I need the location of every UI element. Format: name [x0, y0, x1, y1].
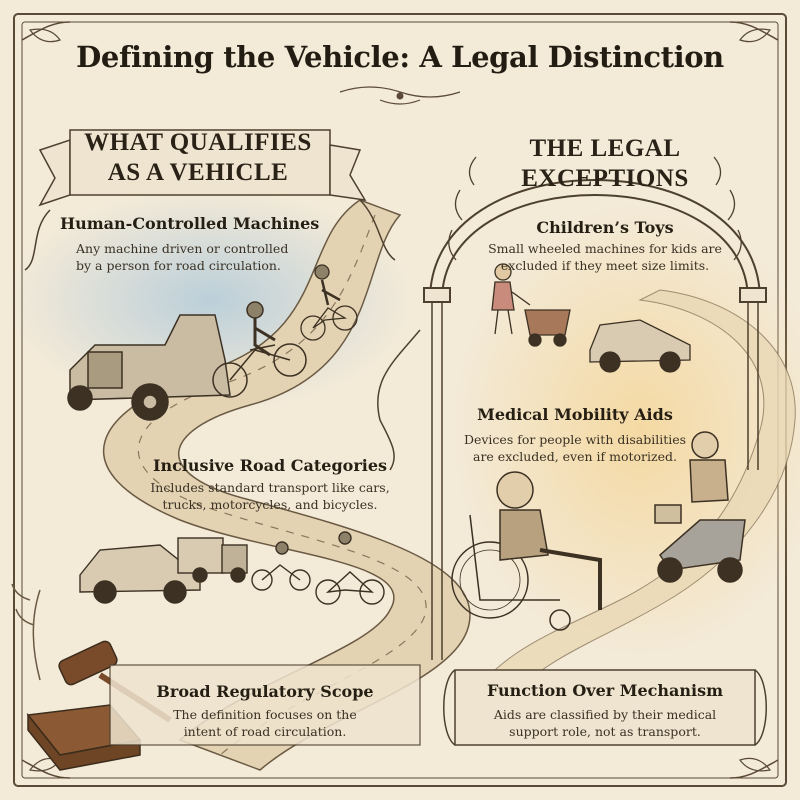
qualifies-banner-line1: WHAT QUALIFIES	[84, 129, 312, 156]
qualifies-banner: WHAT QUALIFIES AS A VEHICLE	[78, 128, 318, 188]
exceptions-banner-line2: EXCEPTIONS	[521, 165, 689, 192]
laurel-arch	[423, 156, 767, 660]
mobility-scooter	[654, 431, 746, 583]
medical-aids-text: Devices for people with disabilities are…	[450, 431, 700, 465]
left-ribbon-banner	[24, 129, 396, 271]
bicycle-rider	[300, 264, 358, 341]
childrens-toys-line2: excluded if they meet size limits.	[500, 258, 710, 273]
medical-aids-line1: Devices for people with disabilities	[463, 432, 687, 447]
human-controlled-text: Any machine driven or controlled by a pe…	[76, 240, 306, 274]
road-categories-heading: Inclusive Road Categories	[152, 456, 388, 475]
human-controlled-heading: Human-Controlled Machines	[60, 214, 320, 233]
page-title: Defining the Vehicle: A Legal Distinctio…	[76, 40, 724, 74]
childrens-toys-text: Small wheeled machines for kids are excl…	[470, 240, 740, 274]
wheelchair-user	[451, 471, 602, 631]
vintage-truck	[67, 314, 231, 421]
human-controlled-line1: Any machine driven or controlled	[76, 241, 289, 256]
function-over-mechanism-line2: support role, not as transport.	[509, 724, 701, 739]
child-with-wagon	[491, 263, 571, 347]
road-categories-line2: trucks, motorcycles, and bicycles.	[162, 497, 378, 512]
toy-car	[589, 319, 691, 373]
childrens-toys-heading: Children’s Toys	[536, 218, 674, 237]
car-row	[79, 531, 385, 605]
right-ribbon-tail	[377, 329, 421, 471]
medical-aids-line2: are excluded, even if motorized.	[473, 449, 677, 464]
function-over-mechanism-heading: Function Over Mechanism	[486, 681, 724, 700]
exceptions-banner-line1: THE LEGAL	[529, 135, 681, 162]
function-over-mechanism-text: Aids are classified by their medical sup…	[480, 706, 730, 740]
road-center-line	[137, 214, 427, 756]
regulatory-scope-line2: intent of road circulation.	[183, 724, 347, 739]
childrens-toys-line1: Small wheeled machines for kids are	[488, 241, 722, 256]
regulatory-scope-line1: The definition focuses on the	[173, 707, 357, 722]
function-over-mechanism-line1: Aids are classified by their medical	[493, 707, 717, 722]
road-categories-line1: Includes standard transport like cars,	[150, 480, 390, 495]
motorcycle-rider	[212, 301, 307, 398]
regulatory-scope-text: The definition focuses on the intent of …	[150, 706, 380, 740]
bottom-left-scroll	[109, 664, 421, 746]
regulatory-scope-heading: Broad Regulatory Scope	[156, 682, 374, 701]
bottom-right-scroll	[443, 669, 767, 746]
medical-aids-heading: Medical Mobility Aids	[477, 405, 673, 424]
exceptions-banner: THE LEGAL EXCEPTIONS	[505, 134, 705, 194]
qualifies-banner-line2: AS A VEHICLE	[107, 159, 289, 186]
human-controlled-line2: by a person for road circulation.	[76, 258, 281, 273]
road-categories-text: Includes standard transport like cars, t…	[150, 479, 390, 513]
